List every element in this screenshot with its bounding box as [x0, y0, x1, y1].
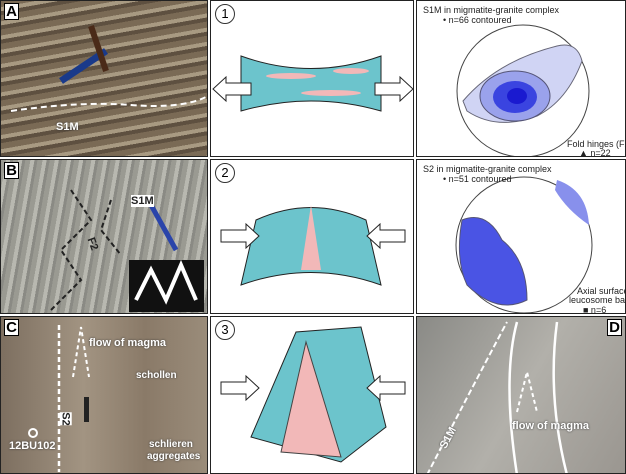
contour-count: • n=66 contoured [443, 15, 512, 25]
sample-label: 12BU102 [9, 440, 56, 452]
diagram-1: 1 [210, 0, 414, 157]
arrow-right-icon [374, 75, 413, 103]
foliation-trace [10, 25, 207, 112]
photo-panel-a: A S1M [0, 0, 208, 157]
arrow-right-icon [220, 374, 260, 402]
arrow-left-icon [212, 75, 252, 103]
schlieren-label: schlieren [149, 439, 193, 450]
diagram-2: 2 [210, 159, 414, 314]
hammer-icon [148, 203, 179, 252]
arrow-left-icon [366, 222, 406, 250]
contour-count: • n=51 contoured [443, 174, 512, 184]
photo-panel-b: B S1M F2 [0, 159, 208, 314]
arrow-left-icon [366, 374, 406, 402]
s1m-label: S1M [56, 121, 79, 133]
diagram-3: 3 [210, 316, 414, 474]
flow-label: flow of magma [89, 337, 167, 349]
arrow-right-icon [220, 222, 260, 250]
sample-marker-icon [28, 428, 38, 438]
stereonet-s1m: S1M in migmatite-granite complex • n=66 … [416, 0, 626, 157]
panel-label: D [607, 319, 622, 336]
panel-label: B [4, 162, 19, 179]
panel-label: A [4, 3, 19, 20]
legend-label: Axial surface [577, 286, 626, 296]
legend-label: leucosome bands [569, 295, 626, 305]
step-number: 2 [215, 163, 235, 183]
legend-label: Fold hinges (F2) [567, 139, 626, 149]
schlieren-label: aggregates [147, 451, 201, 462]
photo-panel-c: C flow of magma schollen S2 12BU102 schl… [0, 316, 208, 474]
photo-panel-d: D S1M flow of magma [416, 316, 626, 474]
legend-count: ▲ n=22 [579, 148, 611, 157]
flow-label: flow of magma [512, 420, 590, 432]
step-number: 1 [215, 4, 235, 24]
stereonet-title: S1M in migmatite-granite complex [423, 5, 560, 15]
legend-count: ■ n=6 [583, 305, 607, 314]
panel-label: C [4, 319, 19, 336]
extension-diagram [212, 55, 413, 112]
schollen-label: schollen [136, 370, 177, 381]
stereonet-s2: S2 in migmatite-granite complex • n=51 c… [416, 159, 626, 314]
s1m-label: S1M [131, 195, 154, 207]
step-number: 3 [215, 320, 235, 340]
s2-label: S2 [59, 412, 72, 426]
stereonet-title: S2 in migmatite-granite complex [423, 164, 552, 174]
